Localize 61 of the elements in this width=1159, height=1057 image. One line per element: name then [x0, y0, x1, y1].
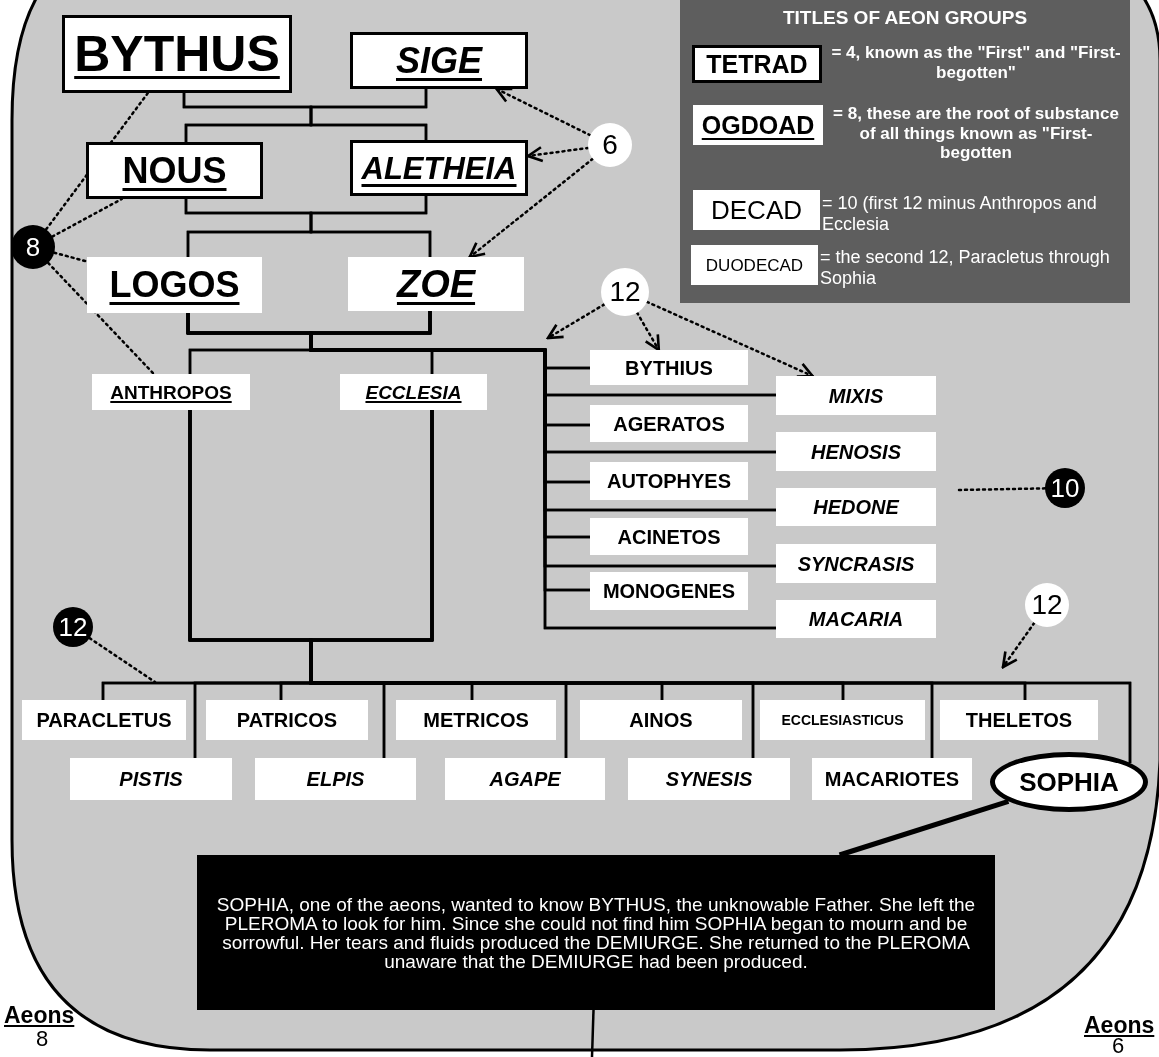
leader-line [526, 145, 590, 163]
aeon-box: MACARIOTES [812, 758, 972, 800]
group-title-box: TETRAD [692, 45, 822, 83]
story-text-box: SOPHIA, one of the aeons, wanted to know BYTHUS, the unknowable Father. She left the PLEROMA to look for him. Since she could not find him SOPHIA began to mourn and be sorrowful. Her tears and fluids produced the DEMIURGE. She returned to the PLEROMA unaware that the DEMIURGE had been produced. [197, 855, 995, 1010]
aeon-box: HEDONE [776, 488, 936, 526]
leader-line [635, 311, 661, 352]
leader-line [53, 251, 89, 263]
leader-line [51, 197, 124, 238]
aeon-box: NOUS [86, 142, 263, 199]
aeon-box: AUTOPHYES [590, 462, 748, 500]
leader-line [1001, 621, 1036, 669]
group-title-box: OGDOAD [693, 105, 823, 145]
aeon-box: AGERATOS [590, 405, 748, 442]
group-caption: Aeons [4, 1001, 75, 1030]
aeon-box: ECCLESIASTICUS [760, 700, 925, 740]
aeon-box: METRICOS [396, 700, 556, 740]
leader-line [468, 157, 595, 259]
group-count: 6 [1112, 1035, 1125, 1057]
leader-line [546, 303, 606, 340]
aeon-box: MACARIA [776, 600, 936, 638]
aeon-box: PISTIS [70, 758, 232, 800]
aeon-box: ANTHROPOS [92, 374, 250, 410]
aeon-box: MONOGENES [590, 572, 748, 610]
leader-line [46, 261, 156, 376]
group-title-box: DECAD [693, 190, 820, 230]
group-description: = the second 12, Paracletus through Sophia [820, 247, 1111, 289]
group-title-box: DUODECAD [691, 245, 818, 285]
aeon-box: AINOS [580, 700, 742, 740]
group-description: = 10 (first 12 minus Anthropos and Ecclesia [822, 193, 1098, 235]
aeon-box: SYNCRASIS [776, 544, 936, 583]
aeon-box: ALETHEIA [350, 140, 528, 196]
aeon-box: AGAPE [445, 758, 605, 800]
leader-line [645, 300, 814, 378]
leader-line [495, 87, 592, 137]
aeon-box: ELPIS [255, 758, 416, 800]
group-count: 8 [36, 1028, 49, 1050]
leader-line [44, 91, 150, 231]
panel-title: TITLES OF AEON GROUPS [781, 8, 1029, 27]
aeon-box: MIXIS [776, 376, 936, 415]
aeon-box: THELETOS [940, 700, 1098, 740]
aeon-box: PARACLETUS [22, 700, 186, 740]
group-description: = 8, these are the root of substance of all things known as "First-begotten [832, 104, 1120, 163]
connector-line [590, 1009, 595, 1057]
connector-line [838, 798, 1010, 858]
aeon-box: BYTHUS [62, 15, 292, 93]
connector-line [309, 196, 432, 257]
connector-line [309, 89, 428, 140]
aeon-box: ECCLESIA [340, 374, 487, 410]
group-description: = 4, known as the "First" and "First-begotten" [830, 43, 1122, 83]
aeon-box: LOGOS [87, 257, 262, 313]
group-caption: Aeons [1084, 1011, 1155, 1038]
aeon-box: SIGE [350, 32, 528, 89]
legend-panel [680, 0, 1130, 303]
aeon-box: HENOSIS [776, 432, 936, 471]
aeon-box: ACINETOS [590, 518, 748, 555]
aeon-box: BYTHIUS [590, 350, 748, 385]
aeon-box: ZOE [348, 257, 524, 311]
leader-line [956, 487, 1047, 492]
leader-line [88, 636, 157, 684]
aeon-box: PATRICOS [206, 700, 368, 740]
aeon-box: SYNESIS [628, 758, 790, 800]
